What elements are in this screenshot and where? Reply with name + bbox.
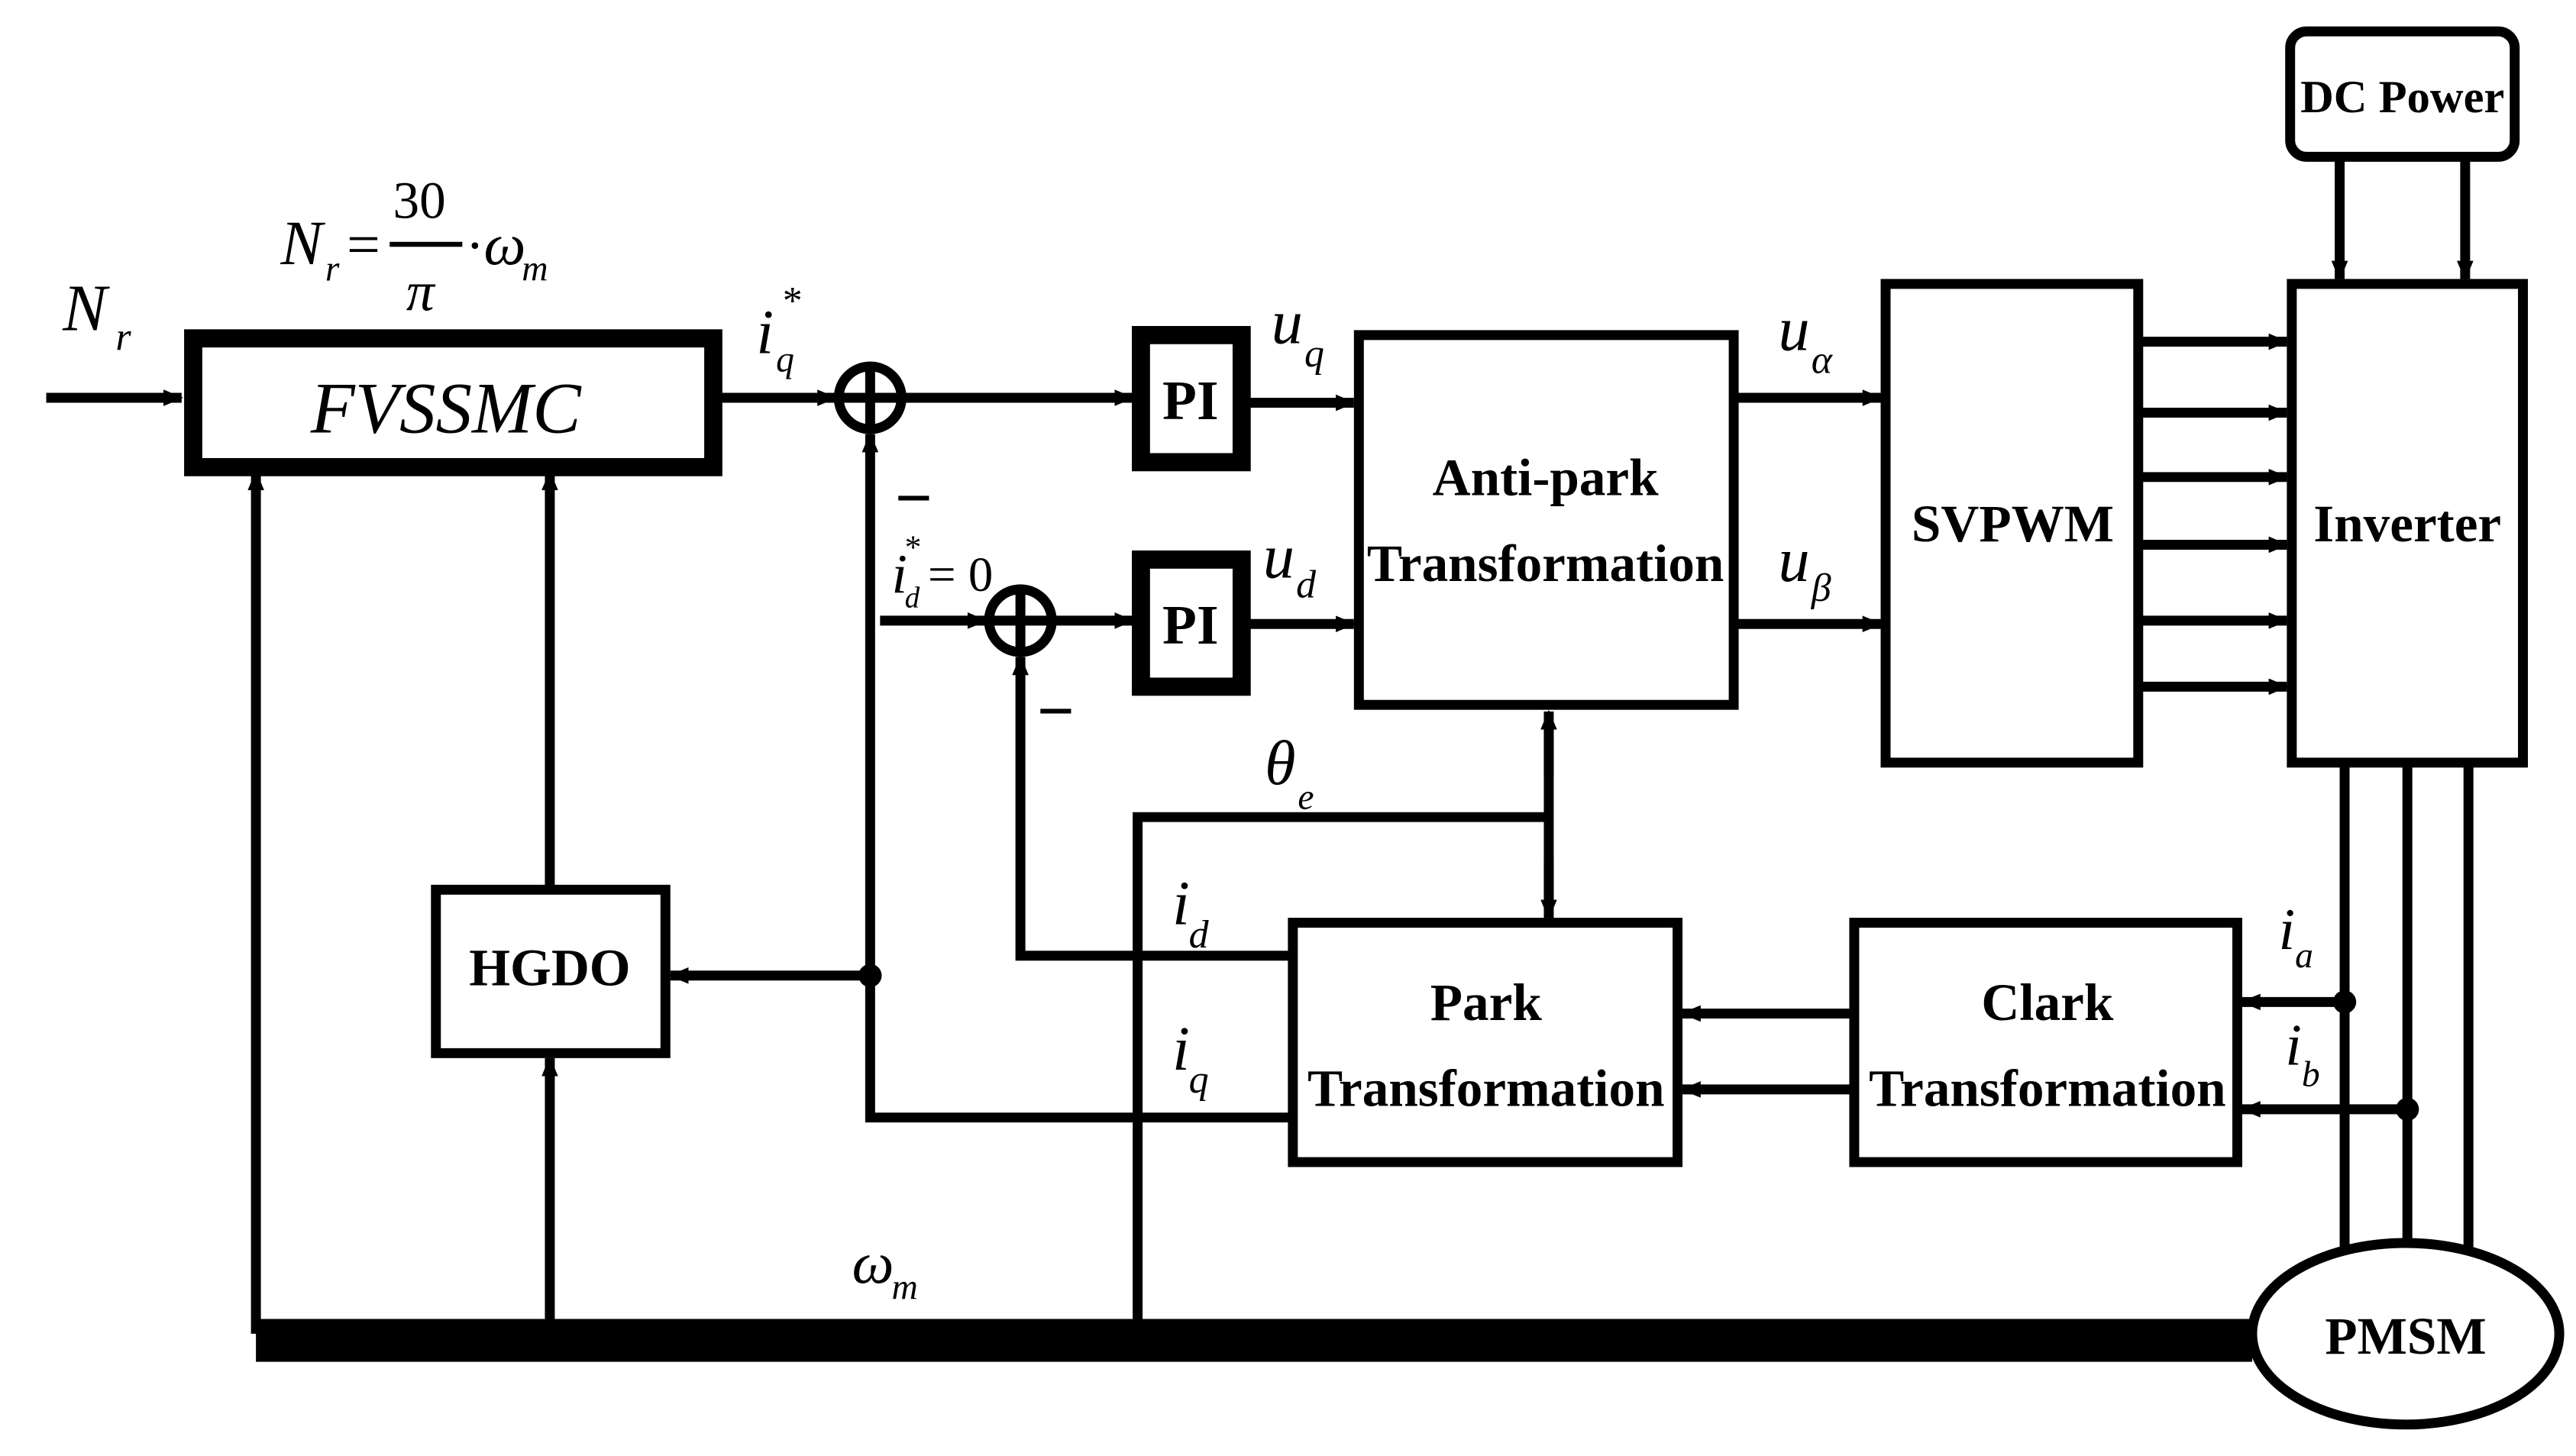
park-label-2: Transformation bbox=[1307, 1059, 1665, 1118]
minus-sign-q: − bbox=[895, 461, 932, 534]
id-ref-label-sup: * bbox=[905, 529, 922, 566]
equation-rhs: ω bbox=[483, 211, 525, 277]
svpwm-label: SVPWM bbox=[1912, 494, 2114, 553]
equation-denominator: π bbox=[406, 260, 436, 322]
clark-label-1: Clark bbox=[1981, 973, 2113, 1031]
sum-junction-q bbox=[833, 361, 907, 434]
id-label: i bbox=[1172, 869, 1190, 938]
uq-label-sub: q bbox=[1304, 332, 1324, 376]
dc-power-label: DC Power bbox=[2300, 72, 2504, 123]
iq-ref-label-sub: q bbox=[776, 340, 794, 379]
id-ref-label: i bbox=[891, 543, 907, 605]
clark-label-2: Transformation bbox=[1869, 1059, 2226, 1118]
theta-label: θ bbox=[1265, 728, 1295, 798]
dc-power-block: DC Power bbox=[2285, 26, 2520, 162]
anti-park-label-2: Transformation bbox=[1367, 534, 1724, 592]
nr-label: N bbox=[62, 271, 110, 344]
iq-ref-label-sup: * bbox=[783, 279, 803, 323]
id-ref-value: = 0 bbox=[928, 547, 993, 602]
park-block: Park Transformation bbox=[1288, 918, 1683, 1167]
equation-lhs: N bbox=[280, 208, 326, 278]
nr-label-sub: r bbox=[115, 315, 131, 359]
speed-equation: N r = 30 π · ω m bbox=[280, 170, 548, 322]
pi-d-label: PI bbox=[1162, 594, 1219, 656]
ubeta-label-sub: β bbox=[1811, 567, 1831, 610]
minus-sign-d: − bbox=[1037, 674, 1075, 747]
svpwm-block: SVPWM bbox=[1880, 279, 2144, 768]
ia-label-sub: a bbox=[2295, 936, 2313, 976]
sum-junction-d bbox=[984, 584, 1057, 657]
pmsm-motor: PMSM bbox=[2247, 1238, 2565, 1430]
ualpha-label-sub: α bbox=[1812, 339, 1834, 383]
wm-label: ω bbox=[852, 1230, 894, 1296]
pi-q-block: PI bbox=[1132, 325, 1251, 472]
hgdo-label: HGDO bbox=[469, 938, 630, 997]
pi-d-block: PI bbox=[1132, 550, 1251, 696]
ud-label-sub: d bbox=[1296, 563, 1317, 607]
iq-ref-label: i bbox=[756, 298, 774, 367]
equation-numerator: 30 bbox=[393, 170, 446, 229]
equation-rhs-sub: m bbox=[522, 250, 548, 289]
wm-label-sub: m bbox=[891, 1267, 917, 1307]
anti-park-block: Anti-park Transformation bbox=[1353, 330, 1739, 710]
ia-label: i bbox=[2279, 896, 2296, 962]
iq-label-sub: q bbox=[1189, 1058, 1209, 1102]
ud-label: u bbox=[1263, 522, 1294, 592]
anti-park-label-1: Anti-park bbox=[1433, 448, 1659, 507]
iq-label: i bbox=[1172, 1014, 1190, 1083]
id-label-sub: d bbox=[1189, 913, 1210, 957]
fvssmc-block: FVSSMC bbox=[184, 329, 722, 476]
hgdo-block: HGDO bbox=[431, 884, 671, 1058]
pmsm-label: PMSM bbox=[2325, 1306, 2486, 1365]
equation-lhs-sub: r bbox=[325, 250, 340, 289]
uq-label: u bbox=[1272, 288, 1303, 357]
signal-labels: N r i q * i d * = 0 u q u d u α u β θ e bbox=[62, 271, 2319, 1307]
equation-dot: · bbox=[466, 215, 484, 276]
id-ref-label-sub: d bbox=[905, 582, 920, 615]
inverter-label: Inverter bbox=[2313, 494, 2501, 553]
pi-q-label: PI bbox=[1162, 370, 1219, 431]
ib-label: i bbox=[2285, 1012, 2302, 1077]
theta-label-sub: e bbox=[1298, 777, 1314, 817]
ib-label-sub: b bbox=[2302, 1055, 2320, 1095]
fvssmc-label: FVSSMC bbox=[310, 367, 583, 448]
clark-block: Clark Transformation bbox=[1849, 918, 2242, 1167]
inverter-block: Inverter bbox=[2287, 279, 2529, 768]
park-label-1: Park bbox=[1430, 973, 1543, 1031]
equation-equals: = bbox=[347, 211, 380, 277]
ualpha-label: u bbox=[1778, 294, 1809, 363]
ubeta-label: u bbox=[1778, 525, 1809, 595]
junction-dots bbox=[858, 964, 2419, 1121]
